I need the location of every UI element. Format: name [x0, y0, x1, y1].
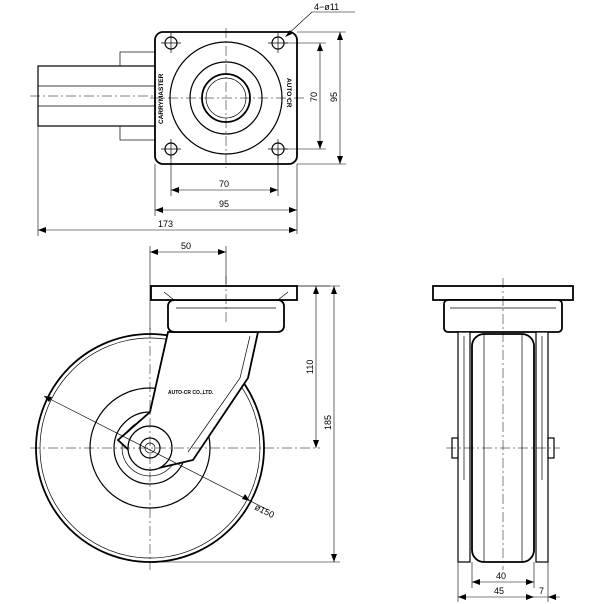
side-plate-fillet: [163, 291, 289, 301]
arrowhead: [337, 32, 343, 40]
dim-overall-height: 185: [150, 285, 340, 563]
hole-callout-arrowhead: [285, 30, 292, 37]
arrowhead: [155, 207, 163, 213]
dim-plate-vertical: 95: [297, 31, 346, 165]
dim-label-173: 173: [158, 219, 173, 229]
dim-label-95-vertical: 95: [329, 92, 339, 102]
side-fork-edge: [187, 335, 251, 453]
dim-label-45: 45: [494, 586, 504, 596]
arrowhead: [289, 207, 297, 213]
dim-hole-spacing-horizontal: 70: [170, 155, 279, 196]
dim-label-diameter: ø150: [253, 502, 276, 520]
top-view: CARRYMASTER AUTO CR 4−ø11 70 95: [30, 2, 355, 236]
arrowhead: [218, 249, 226, 255]
brand-carrymaster-text: CARRYMASTER: [158, 73, 165, 124]
hole-callout-label: 4−ø11: [314, 2, 339, 12]
brand-auto-cr-text: AUTO CR: [285, 78, 292, 108]
arrowhead: [44, 396, 52, 402]
top-view-fork-upper: [119, 51, 161, 67]
dim-offset: 50: [149, 241, 227, 330]
arrowhead: [313, 440, 319, 448]
dim-wheel-width: 40: [471, 562, 535, 588]
dim-plate-horizontal: 95: [154, 164, 298, 234]
diameter-leader: [43, 395, 269, 511]
dim-label-70-horizontal: 70: [219, 179, 229, 189]
front-view: 40 45 7: [432, 278, 574, 602]
side-top-plate: [150, 285, 298, 301]
hole-callout: 4−ø11: [285, 2, 355, 37]
dim-label-95-horizontal: 95: [219, 199, 229, 209]
arrowhead: [171, 187, 179, 193]
dim-fork-width: 45: [457, 562, 549, 602]
dim-hole-spacing-vertical: 70: [284, 42, 326, 150]
bolt-hole-crosshairs: [161, 33, 288, 159]
dim-label-40: 40: [496, 571, 506, 581]
arrowhead: [331, 286, 337, 294]
dim-side-clearance: 7: [534, 586, 560, 600]
arrowhead: [313, 286, 319, 294]
arrowhead: [548, 594, 556, 600]
arrowhead: [317, 43, 323, 51]
dim-label-185: 185: [323, 415, 333, 430]
arrowhead: [526, 579, 534, 585]
arrowhead: [38, 227, 46, 233]
dim-label-110: 110: [305, 360, 315, 374]
dim-overall-length: 173: [37, 126, 297, 236]
arrowhead: [150, 249, 158, 255]
arrowhead: [472, 579, 480, 585]
dim-label-7: 7: [539, 586, 544, 596]
side-view: AUTO-CR CO.,LTD. ø150 50: [30, 241, 340, 570]
fork-logo-text: AUTO-CR CO.,LTD.: [168, 390, 214, 396]
arrowhead: [337, 156, 343, 164]
arrowhead: [242, 494, 250, 501]
dim-label-50: 50: [181, 241, 191, 251]
arrowhead: [526, 594, 534, 600]
arrowhead: [317, 141, 323, 149]
arrowhead: [458, 594, 466, 600]
dim-label-70-vertical: 70: [309, 92, 319, 102]
arrowhead: [289, 227, 297, 233]
arrowhead: [331, 554, 337, 562]
arrowhead: [270, 187, 278, 193]
top-view-fork-lower: [119, 125, 161, 141]
